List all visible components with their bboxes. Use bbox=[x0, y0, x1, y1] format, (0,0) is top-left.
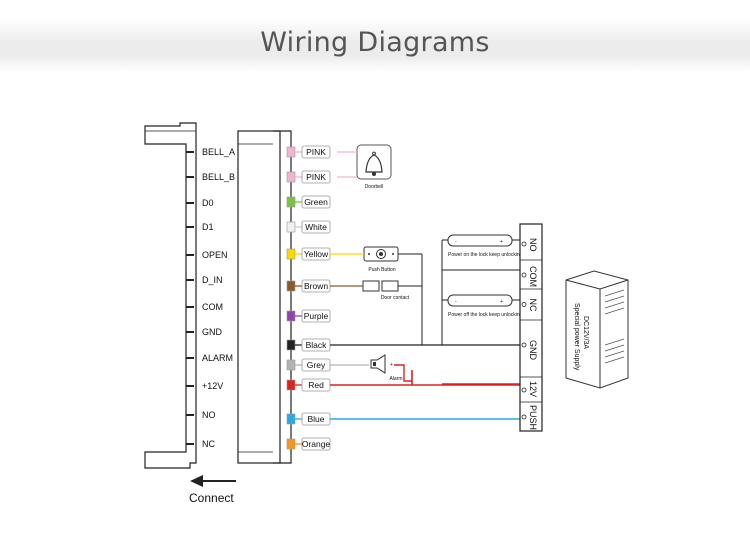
svg-text:+: + bbox=[390, 362, 393, 368]
pin-label-7: GND bbox=[202, 327, 223, 337]
page-title: Wiring Diagrams bbox=[260, 27, 490, 58]
pin-label-0: BELL_A bbox=[202, 147, 235, 157]
wire-green-2: Green bbox=[286, 195, 331, 209]
controller-housing bbox=[144, 122, 197, 469]
wire-label: Purple bbox=[304, 311, 329, 321]
wire-blue-10: Blue bbox=[286, 412, 331, 426]
svg-text:-: - bbox=[455, 239, 457, 245]
wire-label: Blue bbox=[307, 414, 324, 424]
wire-label-box bbox=[301, 145, 331, 159]
wire-stub bbox=[286, 248, 296, 260]
power-supply: DC12V/3A Special power Supply bbox=[565, 270, 629, 389]
wire-label-box bbox=[301, 220, 331, 234]
pin-label-8: ALARM bbox=[202, 353, 233, 363]
wire-pink-1: PINK bbox=[286, 170, 331, 184]
connector-block bbox=[237, 130, 292, 464]
wire-grey-8: Grey bbox=[286, 358, 331, 372]
wire-stub bbox=[286, 379, 296, 391]
wire-label: Black bbox=[306, 340, 328, 350]
push-button-label: Push Button bbox=[368, 267, 395, 273]
lock-no-note: Power on the lock keep unlocking bbox=[448, 252, 523, 258]
lock-nc: - + Power off the lock keep unlocking bbox=[447, 294, 523, 318]
wire-label: Red bbox=[308, 380, 324, 390]
terminal-12v: 12V bbox=[528, 381, 538, 397]
connect-arrow bbox=[190, 475, 236, 487]
terminal-screw bbox=[521, 272, 527, 278]
wire-stub bbox=[286, 438, 296, 450]
wire-purple-6: Purple bbox=[286, 309, 331, 323]
wire-label: Green bbox=[304, 197, 328, 207]
terminal-screw bbox=[521, 241, 527, 247]
lock-no: - + Power on the lock keep unlocking bbox=[447, 234, 523, 258]
wire-stub bbox=[286, 196, 296, 208]
terminal-no: NO bbox=[528, 238, 538, 252]
wire-label-box bbox=[301, 195, 331, 209]
bell-icon bbox=[365, 151, 383, 176]
pin-label-6: COM bbox=[202, 302, 223, 312]
wire-label: PINK bbox=[306, 147, 326, 157]
wire-orange-11: Orange bbox=[286, 437, 331, 451]
wire-stub bbox=[286, 280, 296, 292]
terminal-gnd: GND bbox=[528, 340, 538, 361]
terminal-screw bbox=[521, 414, 527, 420]
pin-label-1: BELL_B bbox=[202, 172, 235, 182]
svg-text:-: - bbox=[455, 299, 457, 305]
wire-stub bbox=[286, 413, 296, 425]
wire-label: Grey bbox=[307, 360, 326, 370]
power-supply-label-2: Special power Supply bbox=[573, 303, 580, 371]
wire-stub bbox=[286, 171, 296, 183]
wire-stub bbox=[286, 310, 296, 322]
wire-stub bbox=[286, 221, 296, 233]
wire-label: Yellow bbox=[304, 249, 329, 259]
terminal-screw bbox=[521, 302, 527, 307]
pin-label-3: D1 bbox=[202, 222, 214, 232]
pin-label-10: NO bbox=[202, 410, 216, 420]
door-contact-label: Door contact bbox=[381, 295, 410, 301]
wire-label: Brown bbox=[304, 281, 328, 291]
wire-yellow-4: Yellow bbox=[286, 247, 331, 261]
wire-label: White bbox=[305, 222, 327, 232]
wire-label-box bbox=[301, 437, 331, 451]
wire-stub bbox=[286, 146, 296, 158]
pin-label-4: OPEN bbox=[202, 250, 228, 260]
wire-white-3: White bbox=[286, 220, 331, 234]
push-button-device: Push Button bbox=[363, 246, 399, 273]
lock-nc-note: Power off the lock keep unlocking bbox=[448, 312, 523, 318]
wire-stub bbox=[286, 339, 296, 351]
wire-red-9: Red bbox=[286, 378, 331, 392]
terminal-com: COM bbox=[528, 266, 538, 287]
pin-label-5: D_IN bbox=[202, 275, 223, 285]
connect-label: Connect bbox=[189, 491, 234, 505]
wire-brown-5: Brown bbox=[286, 279, 331, 293]
wire-black-7: Black bbox=[286, 338, 331, 352]
wire-pink-0: PINK bbox=[286, 145, 331, 159]
svg-text:+: + bbox=[500, 239, 503, 245]
alarm-label: Alarm bbox=[389, 376, 402, 382]
terminal-nc: NC bbox=[528, 299, 538, 312]
wire-label-box bbox=[301, 170, 331, 184]
pin-label-11: NC bbox=[202, 439, 215, 449]
door-contact-device: Door contact bbox=[362, 280, 410, 301]
terminal-push: PUSH bbox=[528, 405, 538, 430]
wire-label: PINK bbox=[306, 172, 326, 182]
title-banner bbox=[0, 18, 750, 72]
terminal-screw bbox=[521, 387, 527, 393]
terminal-block: NO COM NC GND 12V PUSH bbox=[519, 223, 543, 432]
doorbell-device: Doorbell bbox=[356, 144, 392, 190]
wire-label-box bbox=[301, 309, 331, 323]
wire-label: Orange bbox=[302, 439, 331, 449]
alarm-device: - + Alarm bbox=[367, 354, 403, 382]
doorbell-label: Doorbell bbox=[365, 184, 384, 190]
terminal-screw bbox=[521, 342, 527, 348]
svg-text:+: + bbox=[500, 299, 503, 305]
power-supply-label-1: DC12V/3A bbox=[582, 316, 589, 349]
pin-label-2: D0 bbox=[202, 198, 214, 208]
wire-stub bbox=[286, 359, 296, 371]
pin-label-9: +12V bbox=[202, 381, 223, 391]
